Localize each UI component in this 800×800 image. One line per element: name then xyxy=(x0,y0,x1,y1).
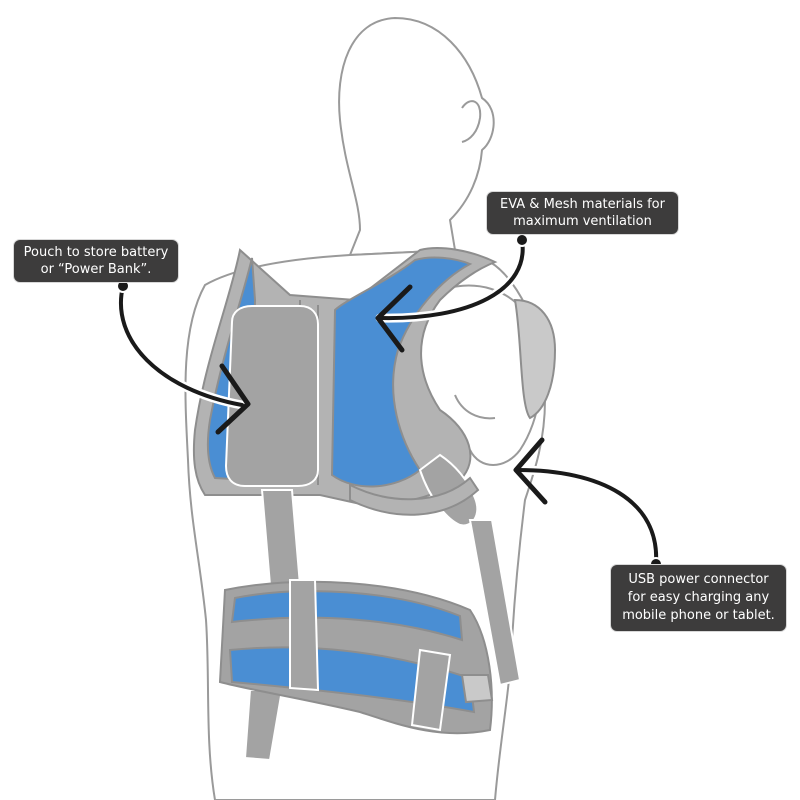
ear xyxy=(461,100,482,143)
right-strap xyxy=(468,519,522,687)
mesh-arrowhead xyxy=(375,284,413,353)
usb-callout-line-2: for easy charging any xyxy=(627,590,770,605)
pouch-arrowhead xyxy=(215,363,251,435)
mesh-callout: EVA & Mesh materials for maximum ventila… xyxy=(487,192,678,234)
mesh-arrow xyxy=(378,238,525,321)
usb-callout: USB power connector for easy charging an… xyxy=(611,565,786,631)
pouch-callout-line-2: or “Power Bank”. xyxy=(40,262,152,277)
belt-buckle xyxy=(460,674,494,704)
battery-pouch xyxy=(224,305,319,487)
usb-callout-line-3: mobile phone or tablet. xyxy=(622,608,775,623)
pouch-arrow xyxy=(119,284,244,407)
usb-arrow-halo xyxy=(513,465,661,569)
belt-center-strap xyxy=(289,579,320,692)
mesh-callout-line-2: maximum ventilation xyxy=(513,214,652,229)
mesh-arrow-dot xyxy=(515,233,529,247)
mesh-right xyxy=(330,256,473,488)
belt-side-strap xyxy=(410,648,452,732)
shoulder-straps xyxy=(243,489,522,762)
usb-arrow xyxy=(516,468,659,566)
shoulder-pad xyxy=(513,298,557,420)
pouch-callout-line-1: Pouch to store battery xyxy=(23,245,169,260)
pouch-callout: Pouch to store battery or “Power Bank”. xyxy=(14,240,178,282)
usb-callout-line-1: USB power connector xyxy=(628,572,769,587)
annotation-arrows xyxy=(116,233,663,571)
hip-belt xyxy=(218,579,494,735)
hip-arc xyxy=(349,476,480,516)
mesh-callout-line-1: EVA & Mesh materials for xyxy=(500,197,665,212)
head xyxy=(338,17,495,256)
usb-arrowhead xyxy=(513,437,548,505)
arm-crease xyxy=(454,394,496,420)
